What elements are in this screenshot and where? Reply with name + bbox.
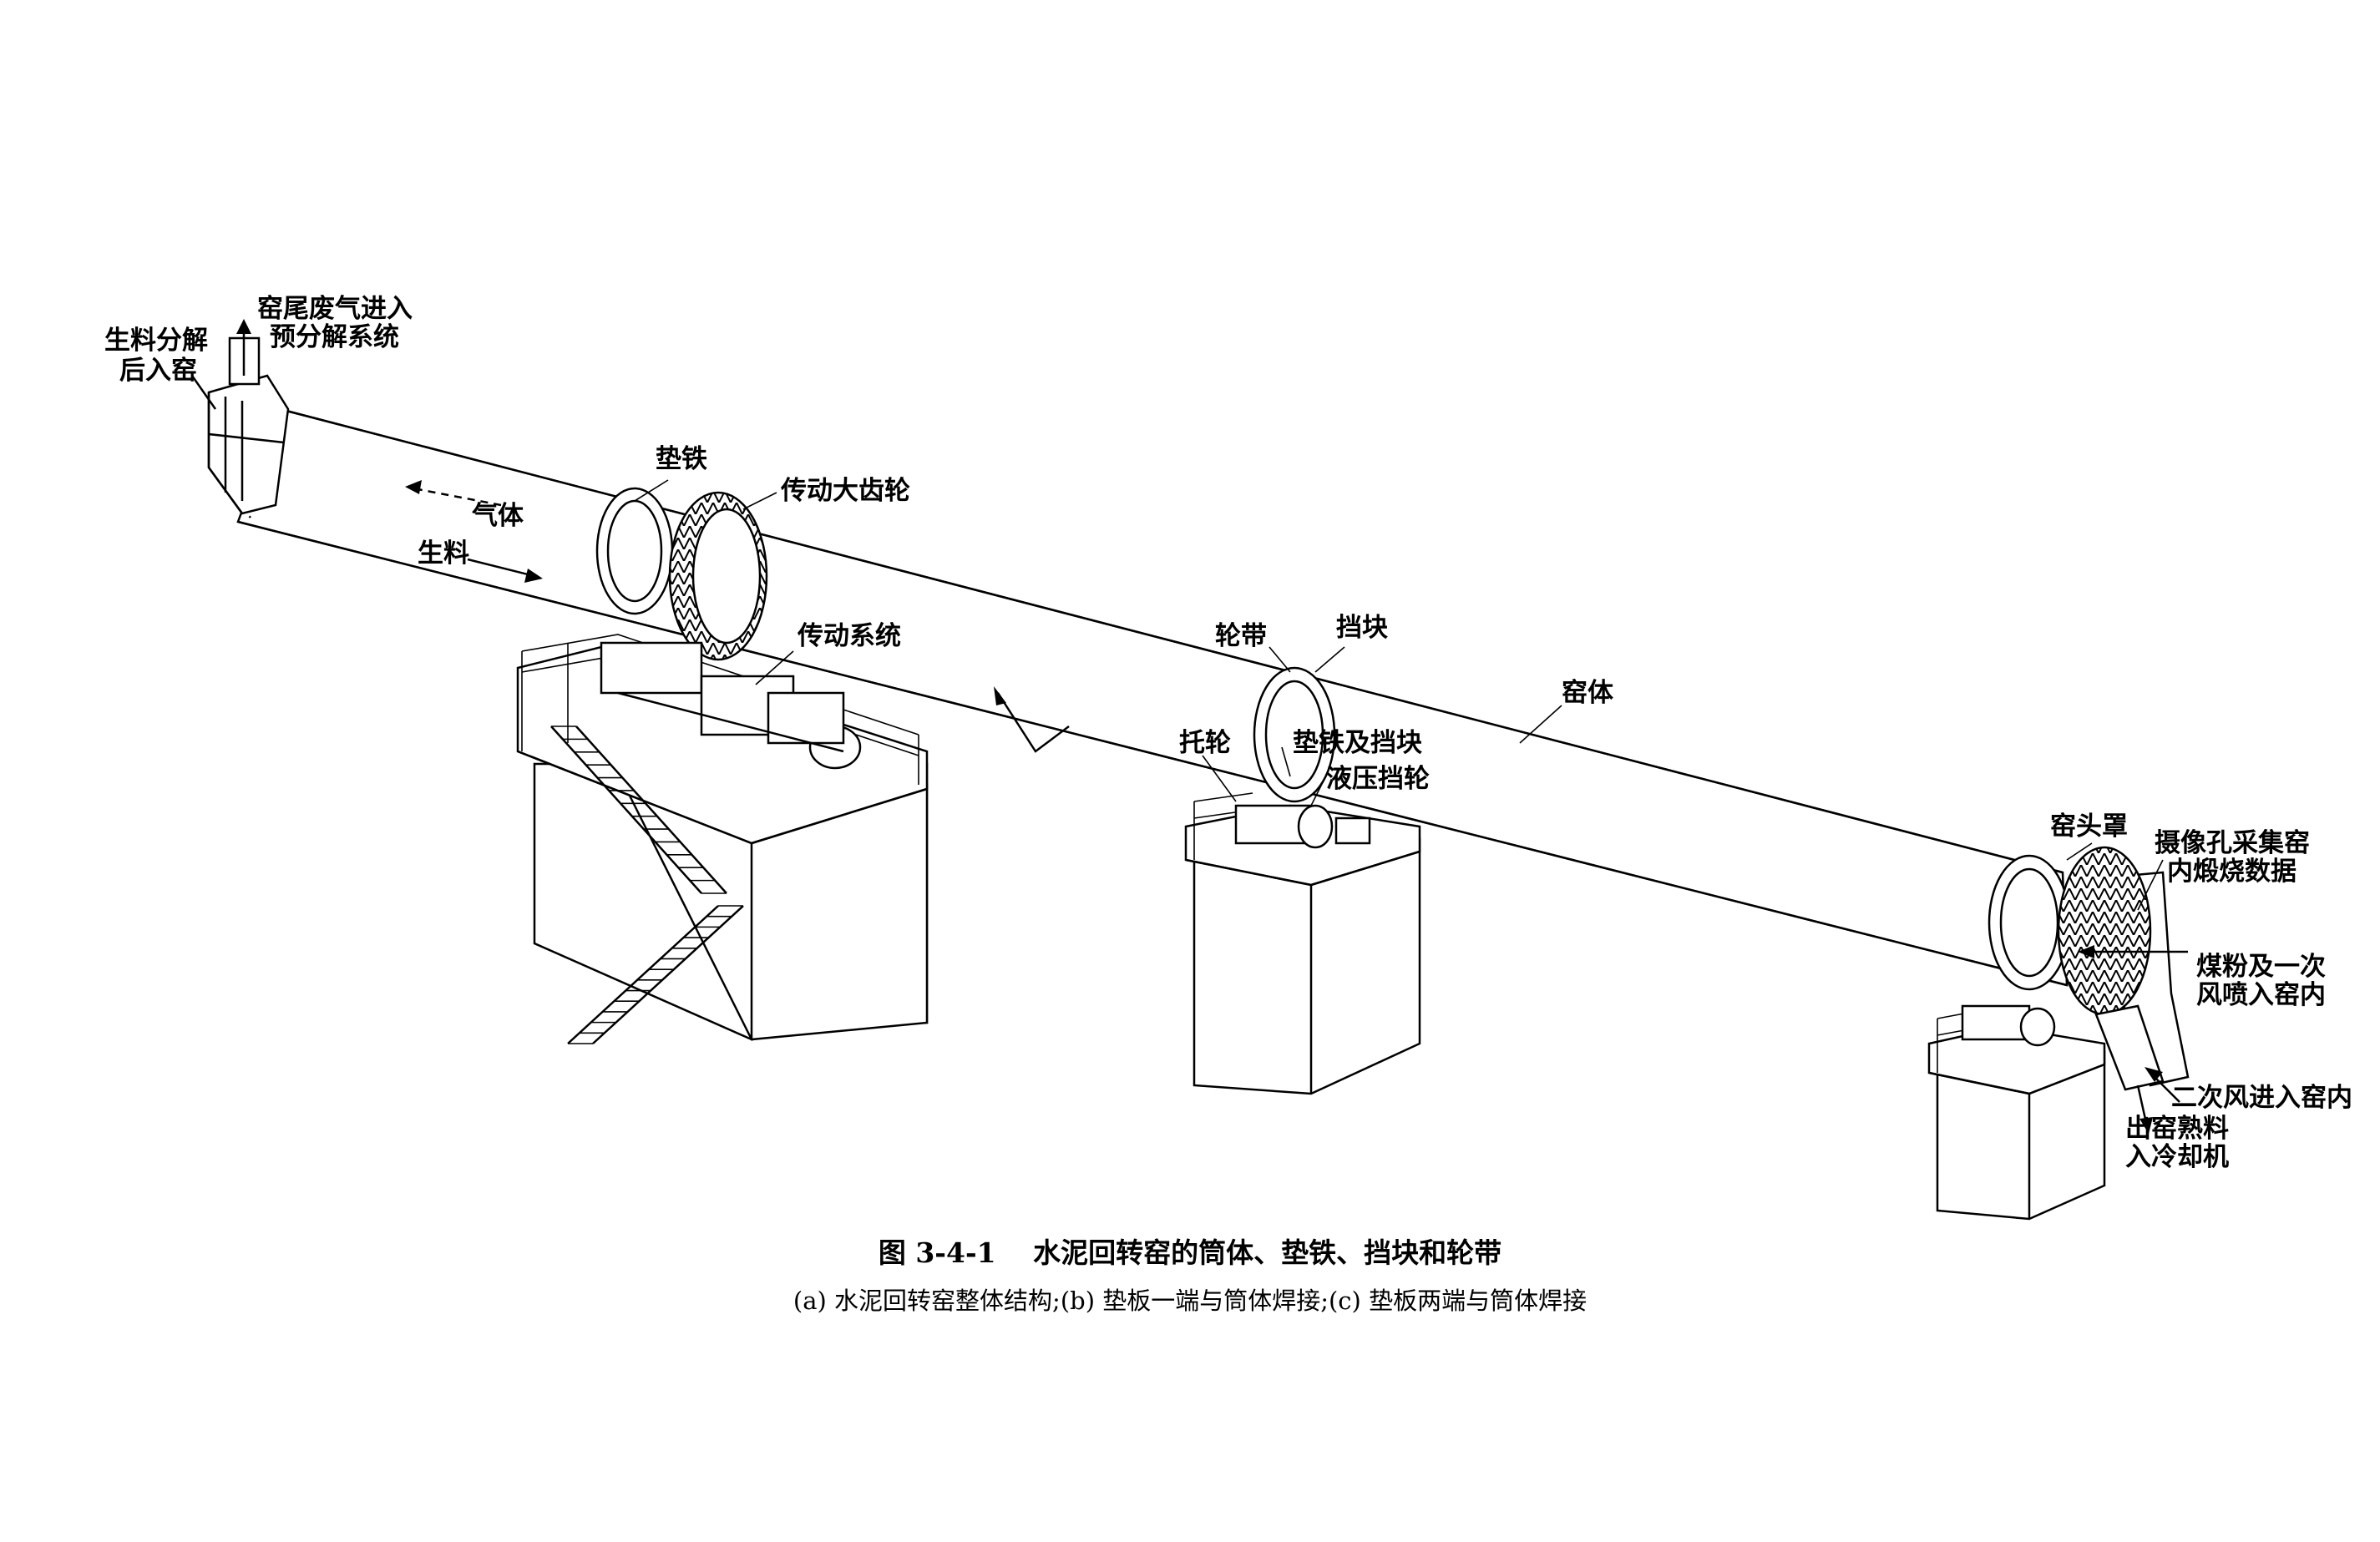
gas-flow-arrow xyxy=(405,480,502,507)
clinker-arrow xyxy=(2136,1084,2153,1134)
label-tyre: 轮带 xyxy=(1215,621,1267,651)
label-secondary-air: 二次风进入窑内 xyxy=(2171,1083,2352,1113)
label-exhaust-line2: 预分解系统 xyxy=(270,322,399,352)
drive-unit xyxy=(600,641,862,770)
label-clinker-line1: 出窑熟料 xyxy=(2125,1114,2229,1144)
label-coal-air-line2: 风喷入窑内 xyxy=(2196,980,2326,1010)
support-roller-middle xyxy=(1234,804,1371,849)
label-kiln-hood: 窑头罩 xyxy=(2050,811,2128,842)
pier-discharge-end xyxy=(1927,1005,2106,1221)
raw-material-arrow xyxy=(467,558,543,583)
label-clinker-line2: 入冷却机 xyxy=(2125,1142,2229,1172)
label-raw-material: 生料 xyxy=(418,538,469,569)
label-feed-in-line1: 生料分解 xyxy=(104,326,208,356)
label-drive-system: 传动系统 xyxy=(797,621,901,651)
staircase xyxy=(550,725,744,1044)
label-girth-gear: 传动大齿轮 xyxy=(780,476,910,506)
exhaust-arrow xyxy=(236,319,251,376)
label-shim-and-stopper: 垫铁及挡块 xyxy=(1293,728,1422,758)
label-feed-in-line2: 后入窑 xyxy=(119,356,197,386)
feed-in-arrow xyxy=(190,375,217,410)
kiln-shell xyxy=(228,407,2069,987)
support-roller-discharge xyxy=(1961,1004,2056,1047)
tyre-middle xyxy=(1253,666,1336,803)
leader-lines xyxy=(634,479,2164,911)
girth-gear xyxy=(668,491,768,661)
label-stopper: 挡块 xyxy=(1336,613,1388,643)
label-exhaust-line1: 窑尾废气进入 xyxy=(257,294,413,324)
label-shim: 垫铁 xyxy=(656,444,707,474)
label-gas: 气体 xyxy=(471,501,524,531)
figure-caption-title: 图 3-4-1 水泥回转窑的筒体、垫铁、挡块和轮带 xyxy=(879,1236,1501,1269)
coal-air-arrow xyxy=(2078,945,2188,958)
rotation-arrow xyxy=(994,686,1070,753)
figure-caption-subtitle: (a) 水泥回转窑整体结构;(b) 垫板一端与筒体焊接;(c) 垫板两端与筒体焊… xyxy=(793,1287,1587,1315)
label-coal-air-line1: 煤粉及一次 xyxy=(2196,952,2326,982)
label-camera-line2: 内煅烧数据 xyxy=(2167,857,2296,887)
secondary-air-arrow xyxy=(2145,1067,2180,1103)
tyre-feed-end xyxy=(595,487,674,615)
label-support-roller: 托轮 xyxy=(1179,728,1231,758)
label-hydraulic-roller: 液压挡轮 xyxy=(1326,764,1430,794)
tyre-discharge-end xyxy=(1988,854,2071,991)
feed-end-housing xyxy=(207,336,290,515)
label-camera-line1: 摄像孔采集窑 xyxy=(2155,828,2310,858)
label-kiln-body: 窑体 xyxy=(1562,678,1613,708)
